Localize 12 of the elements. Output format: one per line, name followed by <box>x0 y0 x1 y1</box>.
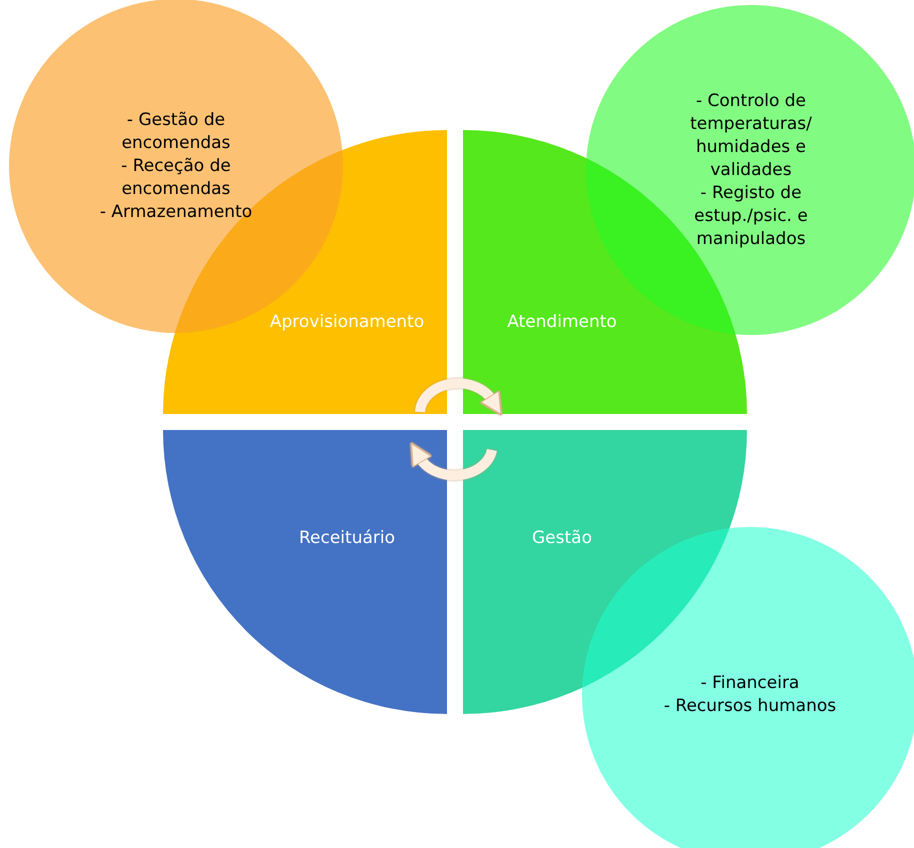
list-item: - Gestão de encomendas <box>120 108 232 154</box>
cycle-arrow <box>415 378 504 416</box>
quadrant-label: Atendimento <box>507 312 617 332</box>
list-item: - Controlo de temperaturas/ humidades e validades <box>689 90 813 182</box>
quadrant-label: Receituário <box>299 528 395 548</box>
list-item: - Armazenamento <box>100 200 252 224</box>
list-item: - Receção de encomendas <box>120 154 232 200</box>
quadrant-label: Gestão <box>532 528 592 548</box>
list-item: - Recursos humanos <box>664 695 836 718</box>
list-item: - Financeira <box>700 672 800 695</box>
quadrant-label: Aprovisionamento <box>270 312 424 332</box>
list-item: - Registo de estup./psic. e manipulados <box>693 182 809 250</box>
